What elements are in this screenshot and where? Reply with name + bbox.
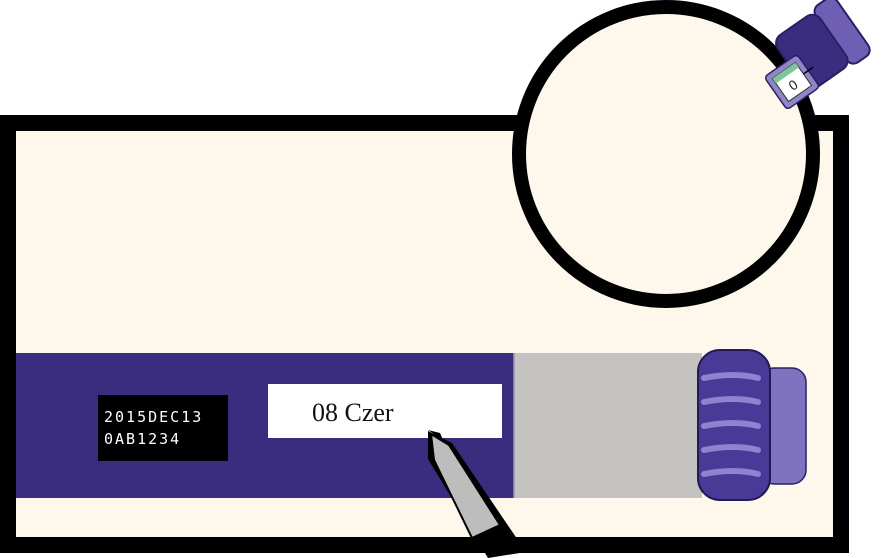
marker-pen-icon [428,430,526,558]
lot-number-text: 0AB1234 [104,430,181,448]
pen-dose-knob [697,349,807,501]
dose-window: 0 [764,54,820,110]
expiry-date-text: 2015DEC13 [104,408,203,426]
writing-label: 08 Czer [268,384,502,438]
pen-grey-section [514,353,702,498]
insulin-pen-icon: 2015DEC13 0AB1234 08 Czer [16,349,807,501]
handwritten-label-text: 08 Czer [312,398,394,427]
lot-expiry-box: 2015DEC13 0AB1234 [98,395,228,461]
